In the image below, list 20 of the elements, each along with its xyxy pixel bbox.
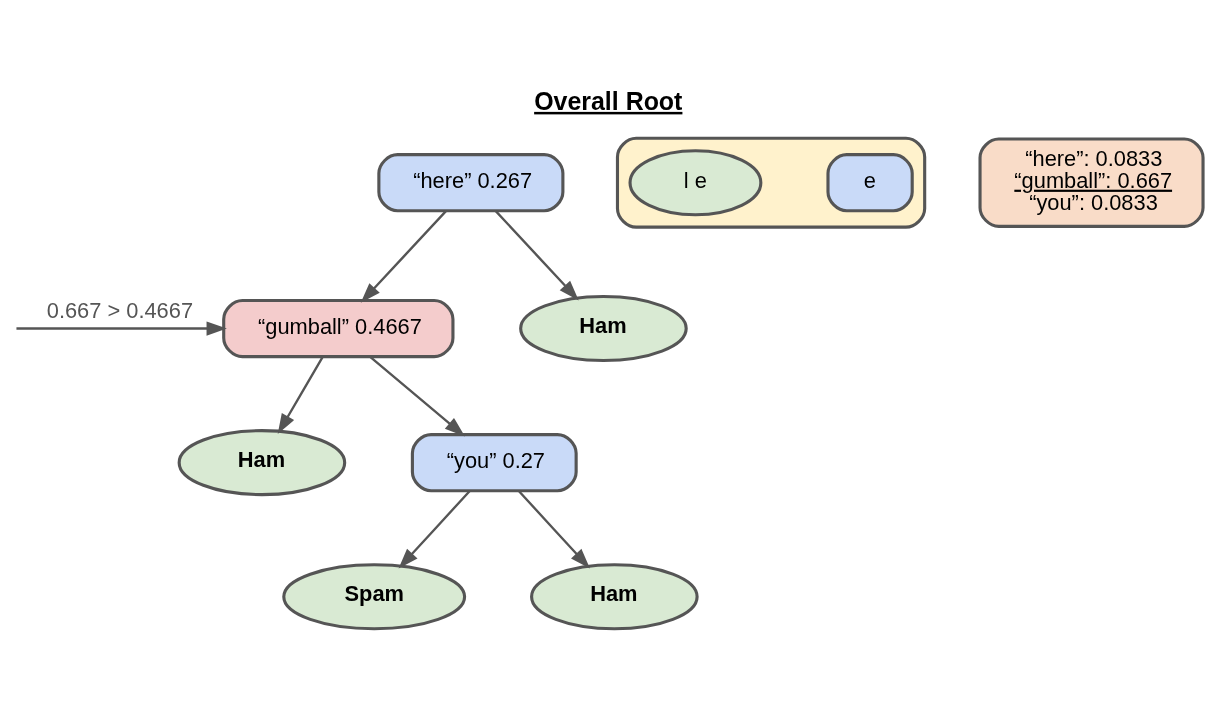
node-box: “here” 0.267 bbox=[377, 153, 565, 213]
node-box: e bbox=[826, 153, 914, 213]
node-ellipse: Ham bbox=[177, 429, 347, 497]
arrow bbox=[517, 489, 590, 569]
arrow bbox=[369, 355, 465, 437]
node-ellipse: Spam bbox=[282, 563, 467, 631]
node-ellipse: Ham bbox=[530, 563, 699, 631]
node-ellipse: Ham bbox=[519, 295, 688, 363]
arrow bbox=[494, 210, 579, 301]
node-ellipse: l e bbox=[628, 149, 763, 217]
arrow bbox=[277, 356, 324, 434]
arrow bbox=[398, 489, 471, 569]
node-box: “gumball” 0.4667 bbox=[222, 298, 455, 359]
node-box: “you” 0.27 bbox=[410, 433, 578, 493]
edge-label: 0.667 > 0.4667 bbox=[46, 297, 194, 323]
diagram-title: Overall Root bbox=[534, 86, 683, 115]
node-box: “here”: 0.0833 “gumball”: 0.667 “you”: 0.0833 bbox=[978, 137, 1205, 228]
arrow bbox=[16, 321, 227, 336]
cluster bbox=[615, 136, 927, 229]
arrow bbox=[360, 210, 447, 303]
